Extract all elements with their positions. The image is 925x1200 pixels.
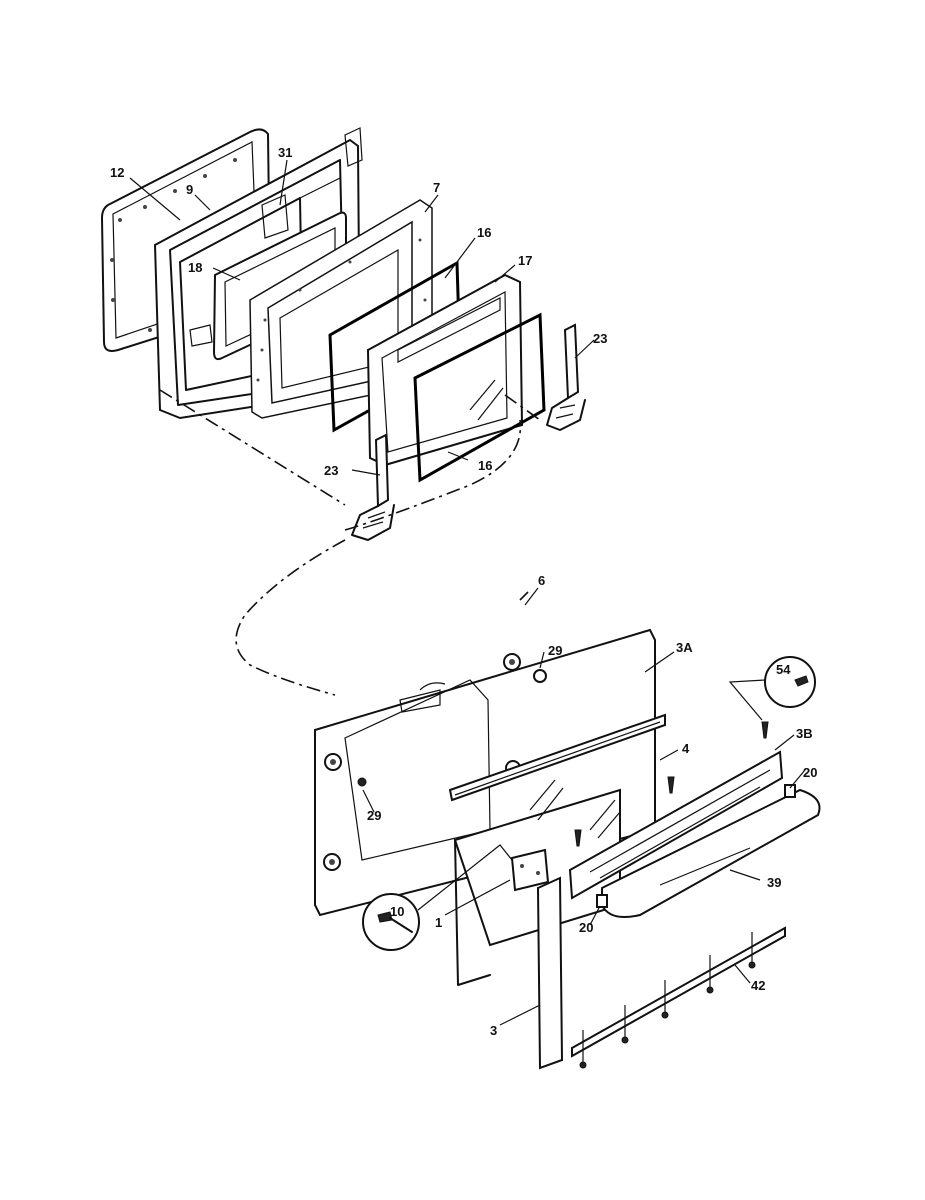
- callout-23b: 23: [324, 463, 338, 478]
- end-cap-left-part: [596, 894, 608, 908]
- callout-16a: 16: [477, 225, 491, 240]
- callout-23a: 23: [593, 331, 607, 346]
- callout-3B: 3B: [796, 726, 813, 741]
- assembly-guide-loop: [235, 539, 346, 696]
- leader-lines: [129, 159, 806, 1026]
- callout-6: 6: [538, 573, 545, 588]
- callout-9: 9: [186, 182, 193, 197]
- callout-20b: 20: [579, 920, 593, 935]
- side-trim-part: [536, 876, 564, 1070]
- callout-31: 31: [278, 145, 292, 160]
- callout-39: 39: [767, 875, 781, 890]
- callout-17: 17: [518, 253, 532, 268]
- callout-7: 7: [433, 180, 440, 195]
- callout-16b: 16: [478, 458, 492, 473]
- callout-4: 4: [682, 741, 690, 756]
- glass-frame-part: [366, 273, 524, 467]
- callout-54: 54: [776, 662, 791, 677]
- callout-10: 10: [390, 904, 404, 919]
- callout-3: 3: [490, 1023, 497, 1038]
- handle-bracket-part: [568, 750, 784, 900]
- callout-1: 1: [435, 915, 442, 930]
- callout-42: 42: [751, 978, 765, 993]
- clip-screw: [357, 777, 367, 787]
- hinge-right-part: [546, 323, 586, 431]
- trim-strip-part: [448, 713, 666, 802]
- magnifier-54: [764, 656, 816, 708]
- screw-part: [761, 721, 769, 739]
- callout-29a: 29: [548, 643, 562, 658]
- hinge-receptacle-part: [510, 848, 550, 892]
- hinge-left-part: [351, 433, 395, 541]
- callout-20a: 20: [803, 765, 817, 780]
- end-cap-right-part: [784, 784, 796, 798]
- clip-part: [533, 669, 547, 683]
- rail-part: [571, 926, 786, 1069]
- outer-glass-panel-part: [413, 312, 546, 483]
- callout-18: 18: [188, 260, 202, 275]
- callout-12: 12: [110, 165, 124, 180]
- callout-29b: 29: [367, 808, 381, 823]
- assembly-guide-line: [159, 389, 541, 531]
- door-handle-part: [601, 788, 821, 918]
- magnifier-10: [362, 893, 420, 951]
- callout-3A: 3A: [676, 640, 693, 655]
